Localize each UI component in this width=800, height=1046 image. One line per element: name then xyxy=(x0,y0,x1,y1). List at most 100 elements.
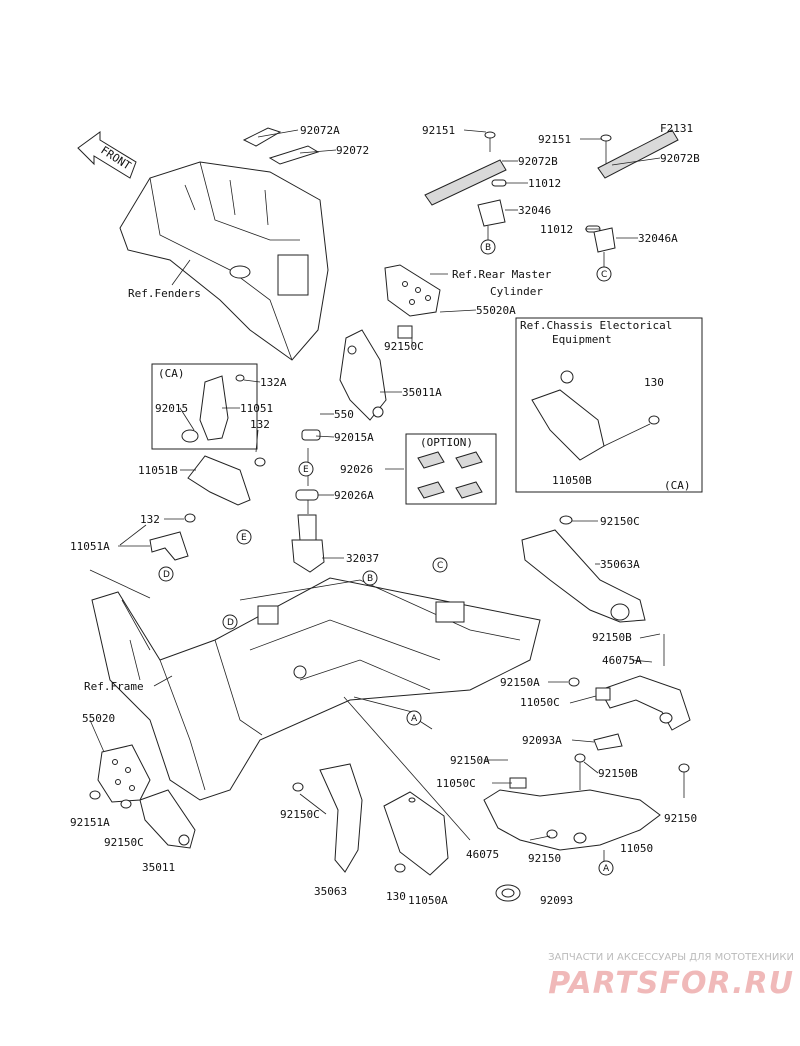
label-92151-left: 92151 xyxy=(422,124,455,137)
callout-label: D xyxy=(227,618,234,628)
label-92150A-bottom: 92150A xyxy=(450,754,490,767)
label-11050C-bottom: 11050C xyxy=(436,777,476,790)
footrest-bracket-35063 xyxy=(292,763,363,873)
footrest-bracket-35063A xyxy=(521,515,646,623)
label-equipment: Equipment xyxy=(552,333,612,346)
label-92015A: 92015A xyxy=(334,431,374,444)
label-92150-mid: 92150 xyxy=(528,852,561,865)
label-92150B-bottom: 92150B xyxy=(598,767,638,780)
ecu-bracket-11050B xyxy=(531,370,660,461)
main-frame-drawing xyxy=(91,577,541,801)
collar-92093 xyxy=(495,884,521,902)
label-32046: 32046 xyxy=(518,204,551,217)
label-11051A: 11051A xyxy=(70,540,110,553)
label-11012-right: 11012 xyxy=(540,223,573,236)
heel-guard-46075 xyxy=(483,753,690,851)
label-32046A: 32046A xyxy=(638,232,678,245)
label-550: 550 xyxy=(334,408,354,421)
label-35063: 35063 xyxy=(314,885,347,898)
bracket-92072 xyxy=(268,145,320,165)
label-55020: 55020 xyxy=(82,712,115,725)
callout-label: A xyxy=(603,864,610,874)
label-ref-fenders: Ref.Fenders xyxy=(128,287,201,300)
leader-lines xyxy=(89,129,661,872)
label-92015: 92015 xyxy=(155,402,188,415)
label-11050: 11050 xyxy=(620,842,653,855)
front-footrest-55020 xyxy=(89,744,196,849)
callout-d-frame: D xyxy=(222,614,238,630)
strap-assembly-c xyxy=(585,129,679,268)
label-92026: 92026 xyxy=(340,463,373,476)
label-ref-frame: Ref.Frame xyxy=(84,680,144,693)
part-labels: 92072A 92072 92151 92072B 11012 32046 92… xyxy=(70,122,700,907)
label-92150C-top: 92150C xyxy=(384,340,424,353)
callout-label: B xyxy=(485,243,491,253)
callout-e-frame: E xyxy=(236,529,252,545)
label-cylinder: Cylinder xyxy=(490,285,543,298)
label-32037: 32037 xyxy=(346,552,379,565)
label-92072: 92072 xyxy=(336,144,369,157)
label-11051: 11051 xyxy=(240,402,273,415)
label-92026A: 92026A xyxy=(334,489,374,502)
callout-label: A xyxy=(411,714,418,724)
bracket-92072A xyxy=(242,127,282,147)
label-92150C-left: 92150C xyxy=(104,836,144,849)
label-92093: 92093 xyxy=(540,894,573,907)
label-130-bottom: 130 xyxy=(386,890,406,903)
heel-guard-46075A xyxy=(568,634,691,751)
rear-fender-drawing xyxy=(119,161,329,361)
label-ref-chassis: Ref.Chassis Electorical xyxy=(520,319,672,332)
label-92151A: 92151A xyxy=(70,816,110,829)
clamp-11051A xyxy=(149,513,196,561)
front-arrow-icon: FRONT xyxy=(77,131,137,179)
label-46075A: 46075A xyxy=(602,654,642,667)
bracket-11051B xyxy=(187,455,266,506)
strap-assembly-b xyxy=(424,131,507,240)
label-92150A-top: 92150A xyxy=(500,676,540,689)
callout-b-frame: B xyxy=(362,570,378,586)
label-55020A: 55020A xyxy=(476,304,516,317)
label-code: F2131 xyxy=(660,122,693,135)
callout-c-strap: C xyxy=(596,266,612,282)
label-92151-right: 92151 xyxy=(538,133,571,146)
callout-d-clamp: D xyxy=(158,566,174,582)
callout-label: E xyxy=(303,465,309,475)
label-132-mid: 132 xyxy=(140,513,160,526)
callout-a-heel: A xyxy=(598,860,614,876)
label-130-top: 130 xyxy=(644,376,664,389)
label-11050A: 11050A xyxy=(408,894,448,907)
shock-mount-stack xyxy=(291,429,325,573)
label-35063A: 35063A xyxy=(600,558,640,571)
label-ca-right: (CA) xyxy=(664,479,691,492)
option-shims xyxy=(417,451,483,499)
label-46075: 46075 xyxy=(466,848,499,861)
callout-label: C xyxy=(601,270,607,280)
ca-bracket-11051 xyxy=(181,374,245,443)
label-11051B: 11051B xyxy=(138,464,178,477)
label-92072B-left: 92072B xyxy=(518,155,558,168)
label-92150C-mid: 92150C xyxy=(280,808,320,821)
label-92150C-right: 92150C xyxy=(600,515,640,528)
label-132A: 132A xyxy=(260,376,287,389)
ca-box-left xyxy=(151,363,258,450)
option-box xyxy=(405,433,497,505)
label-ref-rear-master: Ref.Rear Master xyxy=(452,268,552,281)
label-92072B-right: 92072B xyxy=(660,152,700,165)
plate-11050A xyxy=(383,791,449,876)
callout-label: C xyxy=(437,561,443,571)
rear-footrest-bracket xyxy=(339,264,448,421)
label-11050C-top: 11050C xyxy=(520,696,560,709)
callout-b-strap: B xyxy=(480,239,496,255)
chassis-electrical-box xyxy=(515,317,703,493)
callout-e-stack: E xyxy=(298,461,314,477)
callout-a-frame: A xyxy=(406,710,422,726)
label-ca-left: (CA) xyxy=(158,367,185,380)
callout-label: E xyxy=(241,533,247,543)
label-92072A: 92072A xyxy=(300,124,340,137)
label-92150B-top: 92150B xyxy=(592,631,632,644)
label-35011: 35011 xyxy=(142,861,175,874)
label-11050B: 11050B xyxy=(552,474,592,487)
watermark-logo: PARTSFOR.RU xyxy=(548,966,794,1001)
callout-label: D xyxy=(163,570,170,580)
